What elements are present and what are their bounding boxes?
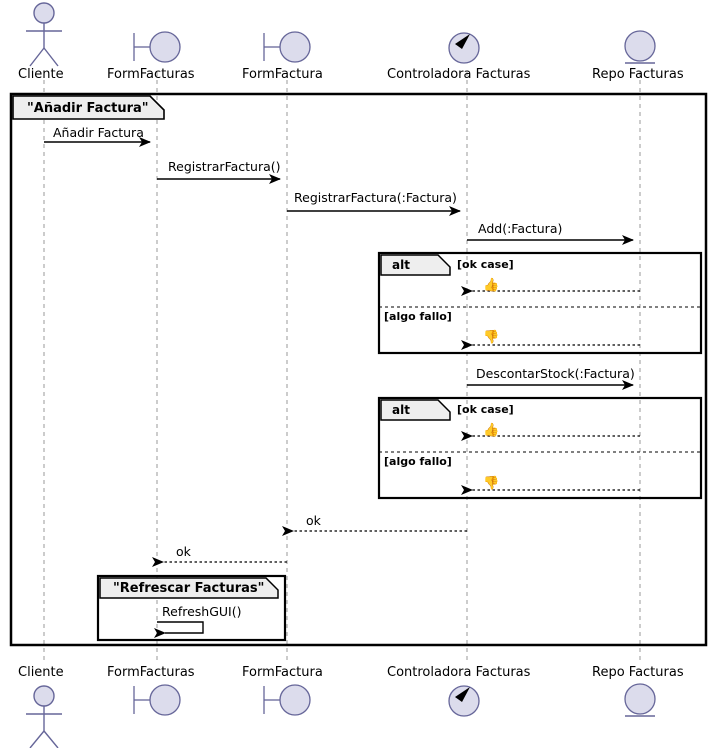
message-label-m2: RegistrarFactura(): [168, 159, 281, 174]
participant-label-cliente-top: Cliente: [18, 67, 64, 82]
thumbs-up-icon-alt2: 👍: [483, 423, 500, 438]
control-icon-bottom: [448, 685, 480, 717]
actor-stick-figure-icon-top: [26, 2, 62, 67]
message-label-m12: RefreshGUI(): [162, 604, 242, 619]
participant-label-formfactura-top: FormFactura: [242, 67, 323, 82]
frame-label-alt-1: alt: [392, 258, 410, 272]
participant-label-cliente-bottom: Cliente: [18, 665, 64, 680]
frame-alt-2: [377, 396, 703, 500]
participant-label-controladora-bottom: Controladora Facturas: [387, 665, 531, 680]
frame-label-refrescar-facturas: "Refrescar Facturas": [113, 581, 265, 596]
message-label-m4: Add(:Factura): [478, 221, 563, 236]
control-icon-top: [448, 32, 480, 64]
frame-refrescar-facturas: [96, 574, 287, 642]
message-label-m10: ok: [306, 513, 321, 528]
entity-icon-bottom: [624, 683, 656, 717]
guard-alt2-ok: [ok case]: [457, 403, 514, 416]
message-arrow-m12-self: [154, 621, 204, 638]
frame-label-alt-2: alt: [392, 403, 410, 417]
boundary-icon-top-formfactura: [263, 31, 311, 63]
participant-label-formfacturas-bottom: FormFacturas: [107, 665, 195, 680]
participant-label-repo-top: Repo Facturas: [592, 67, 684, 82]
actor-stick-figure-icon-bottom: [26, 685, 62, 748]
boundary-icon-bottom-formfactura: [263, 684, 311, 716]
participant-label-controladora-top: Controladora Facturas: [387, 67, 531, 82]
participant-label-formfacturas-top: FormFacturas: [107, 67, 195, 82]
frame-alt-1: [377, 251, 703, 355]
frame-label-anadir-factura: "Añadir Factura": [27, 101, 149, 116]
thumbs-down-icon-alt1: 👎: [483, 330, 500, 345]
guard-alt1-fallo: [algo fallo]: [384, 310, 452, 323]
message-label-m11: ok: [176, 544, 191, 559]
message-label-m1: Añadir Factura: [53, 125, 144, 140]
message-label-m3: RegistrarFactura(:Factura): [294, 190, 457, 205]
participant-label-formfactura-bottom: FormFactura: [242, 665, 323, 680]
boundary-icon-bottom-formfacturas: [133, 684, 181, 716]
boundary-icon-top-formfacturas: [133, 31, 181, 63]
message-label-m7: DescontarStock(:Factura): [476, 366, 635, 381]
entity-icon-top: [624, 30, 656, 64]
frame-outer-anadir-factura: [9, 92, 708, 647]
guard-alt2-fallo: [algo fallo]: [384, 455, 452, 468]
thumbs-up-icon-alt1: 👍: [483, 278, 500, 293]
thumbs-down-icon-alt2: 👎: [483, 476, 500, 491]
participant-label-repo-bottom: Repo Facturas: [592, 665, 684, 680]
guard-alt1-ok: [ok case]: [457, 258, 514, 271]
